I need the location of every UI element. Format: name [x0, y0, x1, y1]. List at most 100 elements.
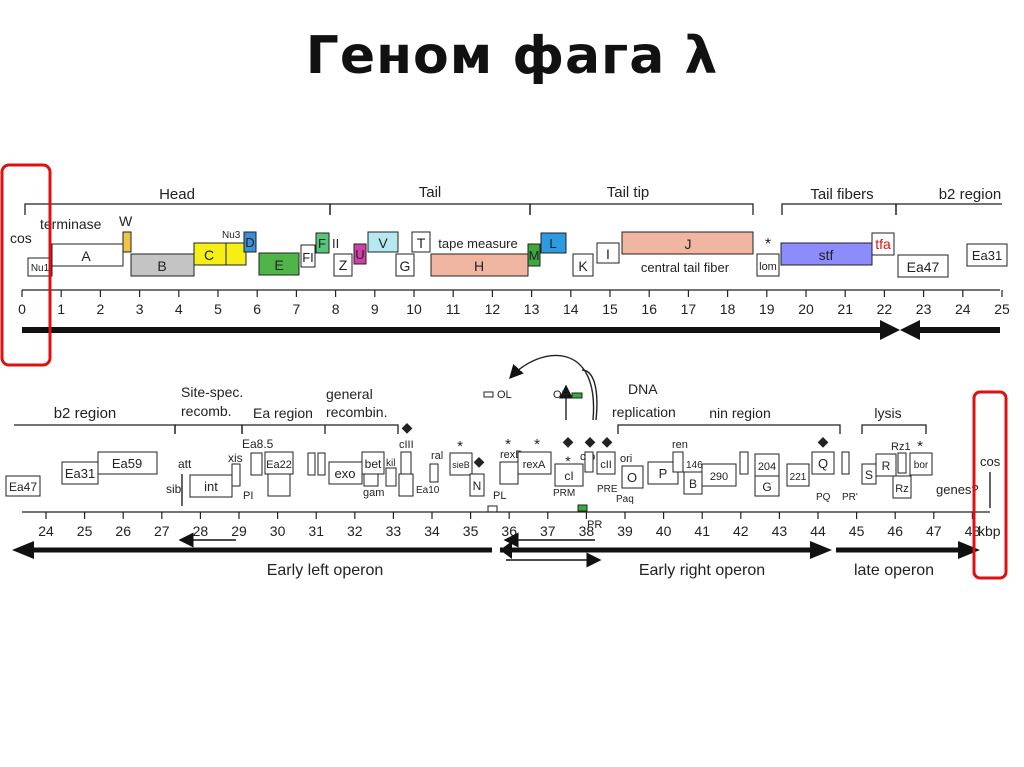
label-Ea59: Ea59 — [112, 456, 142, 471]
gene-M — [527, 243, 541, 267]
cos-highlight-left — [0, 163, 52, 367]
gene-Z — [333, 253, 353, 277]
tick-label: 5 — [214, 301, 222, 317]
gene-G-low — [754, 475, 780, 497]
gene-Ea-block — [267, 473, 291, 497]
gene-late-a — [841, 451, 850, 475]
tick-label: 13 — [524, 301, 540, 317]
label-bet: bet — [365, 457, 382, 471]
label-kil: kil — [386, 458, 395, 469]
label-stf: stf — [819, 247, 834, 263]
gene-K — [572, 253, 594, 277]
gene-O — [621, 465, 644, 489]
tick-label: 37 — [540, 523, 556, 539]
label-PRM: PRM — [553, 488, 575, 499]
gene-T — [411, 231, 431, 253]
tick-label: 42 — [733, 523, 749, 539]
tick-label: 27 — [154, 523, 170, 539]
region-site-spec: Site-spec. — [181, 384, 243, 400]
diamond-cII: ◆ — [602, 433, 613, 449]
label-int: int — [204, 479, 218, 494]
tick-label: 15 — [602, 301, 618, 317]
label-cos-right: cos — [980, 454, 1001, 469]
gene-W — [122, 231, 132, 253]
label-PR: PR — [587, 519, 602, 531]
star-rexA: * — [534, 436, 540, 453]
tick-label: 12 — [485, 301, 501, 317]
label-lom: lom — [759, 261, 777, 273]
row1-strand-right-head — [880, 320, 900, 340]
operator-OR-box — [577, 504, 588, 512]
region-tail: Tail — [419, 184, 442, 201]
gene-Ea59 — [97, 451, 158, 475]
label-late-operon: late operon — [854, 562, 934, 579]
gene-221 — [786, 463, 810, 487]
label-xis: xis — [228, 451, 243, 465]
gene-Q — [811, 451, 835, 475]
label-S: S — [865, 468, 873, 482]
tick-label: 36 — [501, 523, 517, 539]
label-cI: cI — [564, 469, 573, 483]
tick-label: 1 — [57, 301, 65, 317]
gene-C — [193, 242, 247, 266]
star-sieB: * — [457, 438, 463, 455]
cos-highlight-right — [972, 390, 1008, 580]
region-b2-lower: b2 region — [54, 405, 117, 422]
tick-label: 11 — [446, 301, 461, 317]
label-tape-measure: tape measure — [438, 236, 518, 251]
arrow-left-operon-head — [12, 541, 34, 559]
tick-label: 38 — [579, 523, 595, 539]
label-genes: genes? — [936, 482, 979, 497]
label-ren: ren — [672, 439, 688, 451]
region-tail-tip: Tail tip — [607, 184, 650, 201]
tick-label: 25 — [994, 301, 1010, 317]
label-K: K — [578, 258, 588, 274]
gene-Rz1 — [897, 452, 907, 474]
label-ori: ori — [620, 453, 632, 465]
tick-label: 31 — [308, 523, 324, 539]
gene-orf-a — [307, 452, 316, 476]
row1-region-brackets — [24, 203, 1002, 215]
label-C: C — [204, 247, 214, 263]
region-replication: replication — [612, 404, 676, 420]
label-Nu1: Nu1 — [31, 263, 50, 274]
slide-title: Геном фага λ — [305, 26, 719, 86]
gene-P — [647, 461, 679, 485]
label-F: F — [318, 236, 326, 251]
arrow-late-operon-head — [958, 541, 980, 559]
diamond-cro: ◆ — [585, 433, 596, 449]
label-star-lom: * — [765, 236, 771, 253]
label-A: A — [81, 248, 91, 264]
tick-label: 22 — [877, 301, 893, 317]
region-general: general — [326, 386, 373, 402]
label-PR2: PR' — [842, 492, 858, 503]
tick-label: 24 — [38, 523, 54, 539]
tick-label: 7 — [293, 301, 301, 317]
label-290: 290 — [710, 471, 728, 483]
gene-rexA — [517, 451, 552, 475]
gene-J — [621, 231, 754, 255]
diamond-Q: ◆ — [818, 433, 829, 449]
label-att: att — [178, 457, 192, 471]
label-P: P — [659, 466, 668, 481]
label-N: N — [473, 479, 482, 493]
label-cIII: cIII — [399, 439, 414, 451]
arrow-right-operon-head — [810, 541, 832, 559]
label-L: L — [549, 236, 556, 251]
row2-region-brackets — [14, 424, 927, 434]
tick-label: 20 — [798, 301, 814, 317]
star-bor: * — [917, 438, 923, 455]
gene-cII — [596, 451, 616, 475]
gene-R — [875, 453, 897, 477]
gene-cro — [584, 451, 594, 473]
gene-N — [469, 473, 485, 497]
gene-Ea47-low — [5, 475, 41, 497]
gene-gam — [363, 473, 379, 487]
tick-label: 34 — [424, 523, 440, 539]
label-PI: PI — [243, 490, 253, 502]
gene-Ea8-5 — [250, 452, 263, 476]
axis-unit: kbp — [978, 523, 1001, 539]
tick-label: 0 — [18, 301, 26, 317]
